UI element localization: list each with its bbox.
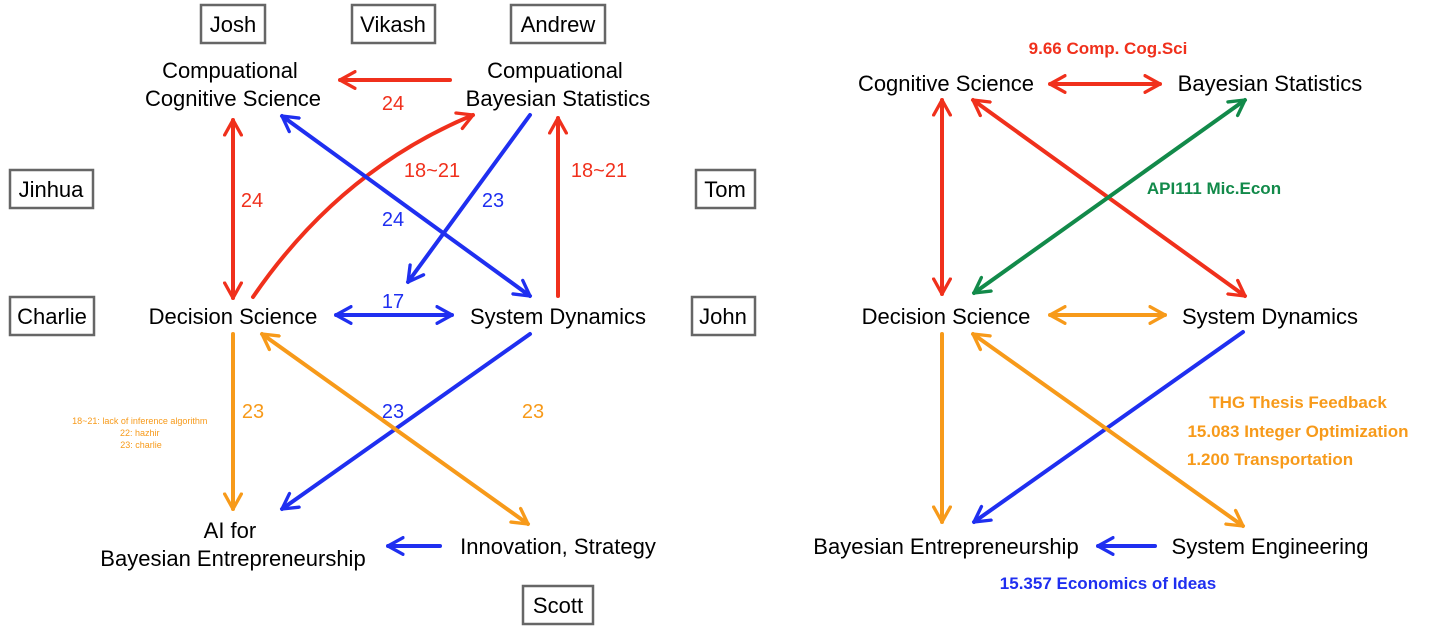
person-box-tom: Tom <box>694 168 757 210</box>
edge-label: 23 <box>482 190 504 212</box>
node-decision-science: Decision Science <box>862 304 1031 329</box>
edge-sd-to-ai <box>280 332 532 511</box>
edge-label: 17 <box>382 291 404 313</box>
node-line: Bayesian Statistics <box>466 86 651 111</box>
right-diagram: Cognitive Science Bayesian Statistics De… <box>813 39 1408 593</box>
edge-label: 23 <box>522 401 544 423</box>
person-box-charlie: Charlie <box>8 295 96 337</box>
person-box-josh: Josh <box>199 3 267 45</box>
edge-ccs-sd <box>280 114 532 298</box>
person-box-vikash: Vikash <box>350 3 437 45</box>
person-label: Josh <box>210 12 256 37</box>
node-line: Bayesian Entrepreneurship <box>100 546 365 571</box>
node-line: Compuational <box>162 58 298 83</box>
node-decision-science: Decision Science <box>149 304 318 329</box>
node-bayesian-entrepreneurship: Bayesian Entrepreneurship <box>813 534 1078 559</box>
edge-label: 24 <box>241 190 263 212</box>
course-label: API111 Mic.Econ <box>1147 179 1281 198</box>
course-label: 15.083 Integer Optimization <box>1187 422 1408 441</box>
person-box-scott: Scott <box>521 584 595 626</box>
person-label: Scott <box>533 593 583 618</box>
node-innovation-strategy: Innovation, Strategy <box>460 534 656 559</box>
person-box-andrew: Andrew <box>509 3 607 45</box>
node-computational-cognitive-science: Compuational Cognitive Science <box>145 58 321 111</box>
edge-label: 23 <box>382 401 404 423</box>
node-bayesian-statistics: Bayesian Statistics <box>1178 71 1363 96</box>
edge-decision-sysengineering <box>971 332 1245 528</box>
node-computational-bayesian-statistics: Compuational Bayesian Statistics <box>466 58 651 111</box>
edge-label: 18~21 <box>404 160 460 182</box>
legend-note-line: 18~21: lack of inference algorithm <box>72 416 207 426</box>
left-diagram: Josh Vikash Andrew Jinhua Tom Charlie Jo… <box>8 3 757 626</box>
person-label: John <box>699 304 747 329</box>
person-label: Andrew <box>521 12 596 37</box>
node-line: Cognitive Science <box>145 86 321 111</box>
edge-label: 24 <box>382 93 404 115</box>
node-system-dynamics: System Dynamics <box>470 304 646 329</box>
person-label: Tom <box>704 177 746 202</box>
edge-ds-to-cbs <box>251 111 475 299</box>
person-box-john: John <box>690 295 757 337</box>
edge-cbs-to-ds <box>406 113 532 284</box>
edge-label: 18~21 <box>571 160 627 182</box>
course-label: THG Thesis Feedback <box>1209 393 1387 412</box>
person-box-jinhua: Jinhua <box>8 168 95 210</box>
node-system-engineering: System Engineering <box>1172 534 1369 559</box>
edge-label: 24 <box>382 209 404 231</box>
node-line: AI for <box>204 518 257 543</box>
person-label: Vikash <box>360 12 426 37</box>
course-label: 1.200 Transportation <box>1187 450 1353 469</box>
person-label: Charlie <box>17 304 87 329</box>
edge-bayes-decision <box>972 98 1247 295</box>
legend-note-line: 22: hazhir <box>120 428 160 438</box>
edge-label: 23 <box>242 401 264 423</box>
person-label: Jinhua <box>19 177 85 202</box>
node-line: Compuational <box>487 58 623 83</box>
legend-note: 18~21: lack of inference algorithm 22: h… <box>72 416 210 450</box>
course-label: 15.357 Economics of Ideas <box>1000 574 1216 593</box>
node-ai-bayesian-entrepreneurship: AI for Bayesian Entrepreneurship <box>100 518 365 571</box>
legend-note-line: 23: charlie <box>120 440 162 450</box>
course-label: 9.66 Comp. Cog.Sci <box>1029 39 1188 58</box>
edge-ds-innovation <box>260 332 530 526</box>
node-system-dynamics: System Dynamics <box>1182 304 1358 329</box>
node-cognitive-science: Cognitive Science <box>858 71 1034 96</box>
